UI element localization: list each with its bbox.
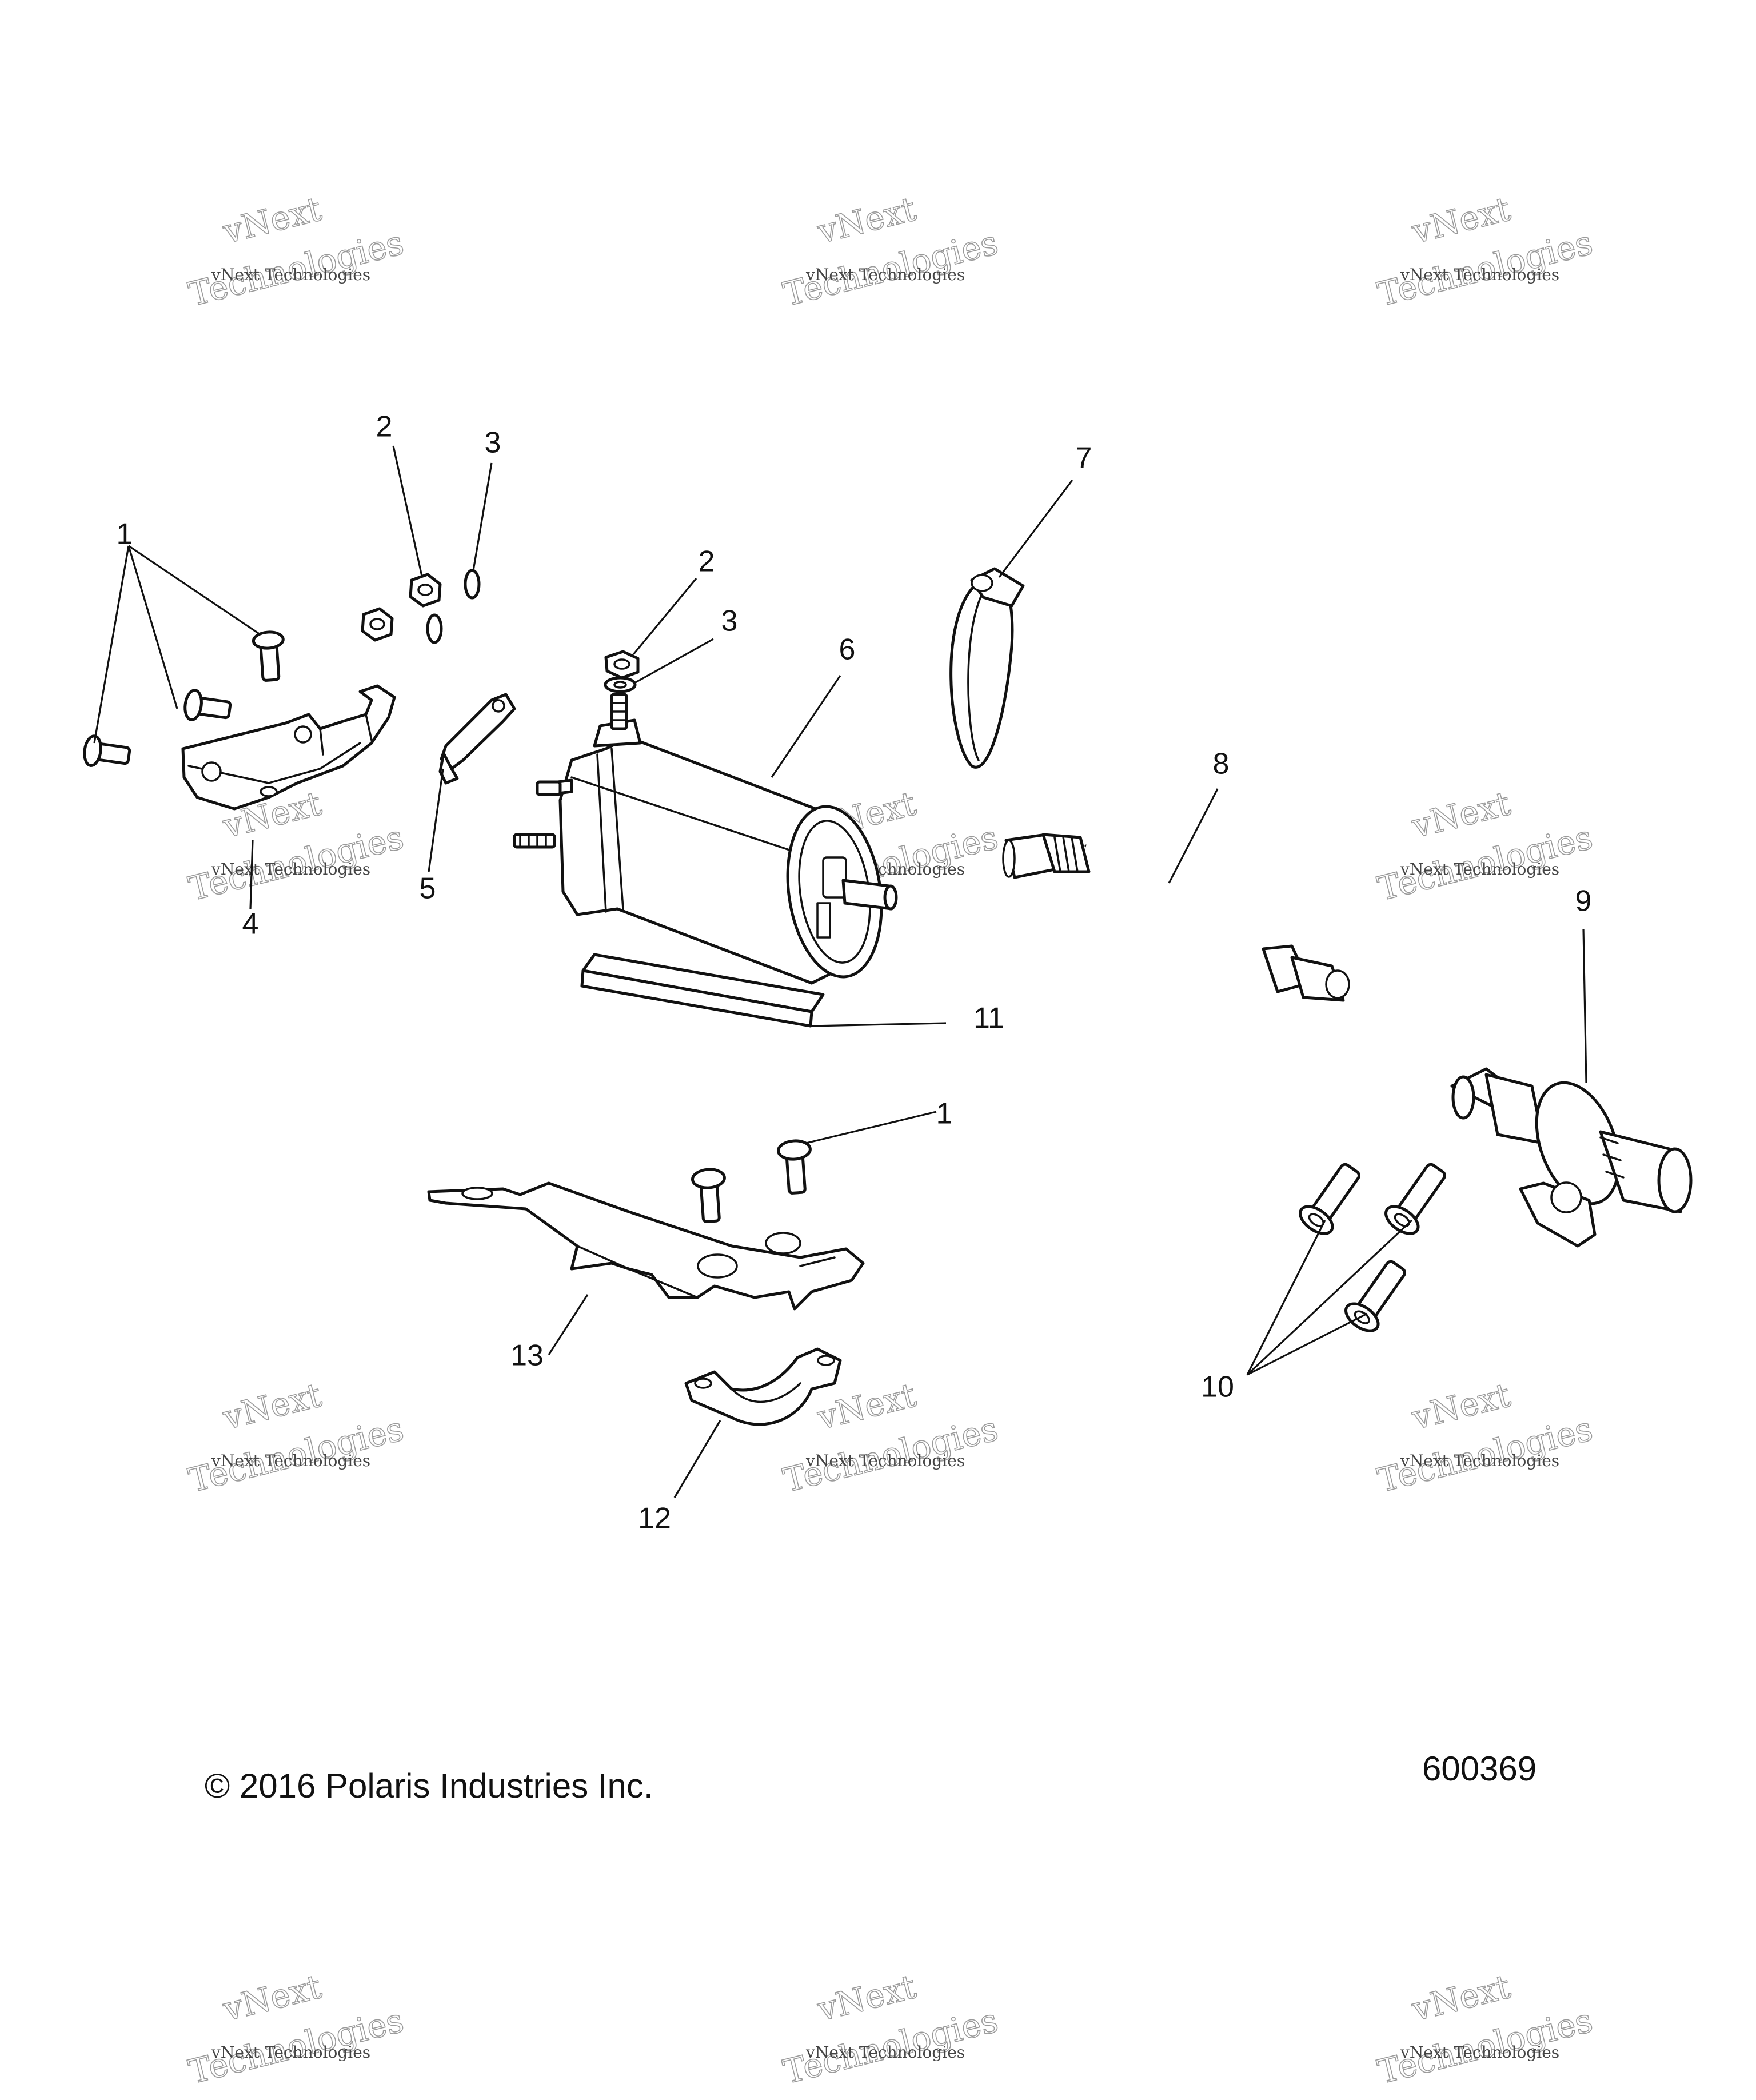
callout-5: 5 bbox=[420, 872, 436, 905]
svg-text:vNext: vNext bbox=[219, 1375, 325, 1437]
watermark: vNext Technologies vNext Technologies bbox=[1374, 783, 1597, 908]
callout-13: 13 bbox=[510, 1339, 544, 1372]
svg-text:vNext Technologies: vNext Technologies bbox=[1400, 265, 1559, 284]
watermark-big-1: vNext bbox=[219, 189, 325, 251]
saddle-clamp-part-12 bbox=[684, 1347, 842, 1426]
callout-7: 7 bbox=[1076, 442, 1092, 475]
nut-part-2-upper bbox=[361, 573, 442, 642]
watermark: vNext Technologies vNext Technologies bbox=[185, 1966, 408, 2091]
bolt-part-1-lower bbox=[691, 1139, 812, 1223]
callout-1-upper: 1 bbox=[117, 518, 133, 551]
cable-part-8 bbox=[1002, 833, 1350, 1002]
svg-text:vNext: vNext bbox=[1408, 1967, 1514, 2029]
svg-text:vNext: vNext bbox=[1408, 784, 1514, 845]
svg-text:vNext Technologies: vNext Technologies bbox=[1400, 2043, 1559, 2062]
hose-clamp-part-7 bbox=[949, 567, 1025, 769]
svg-text:vNext Technologies: vNext Technologies bbox=[805, 1451, 965, 1470]
svg-text:vNext: vNext bbox=[1408, 189, 1514, 251]
svg-text:vNext Technologies: vNext Technologies bbox=[211, 860, 370, 879]
svg-text:vNext: vNext bbox=[813, 1967, 920, 2029]
svg-text:vNext: vNext bbox=[219, 1967, 325, 2029]
callout-8: 8 bbox=[1213, 748, 1230, 781]
callout-10: 10 bbox=[1201, 1371, 1234, 1404]
watermark-small: vNext Technologies bbox=[211, 265, 370, 284]
svg-text:vNext Technologies: vNext Technologies bbox=[211, 2043, 370, 2062]
svg-text:vNext Technologies: vNext Technologies bbox=[211, 1451, 370, 1470]
washer-part-3-motor bbox=[604, 676, 637, 693]
nut-part-2-motor bbox=[604, 650, 640, 680]
svg-text:vNext Technologies: vNext Technologies bbox=[1400, 860, 1559, 879]
callout-4: 4 bbox=[242, 908, 259, 941]
watermark: vNext Technologies vNext Technologies bbox=[779, 1375, 1003, 1500]
washer-part-3-upper bbox=[426, 569, 481, 644]
pad-part-11 bbox=[580, 953, 825, 1028]
footer: © 2016 Polaris Industries Inc. 600369 bbox=[205, 1750, 1536, 1805]
svg-text:vNext: vNext bbox=[813, 189, 920, 251]
watermarks: vNext Technologies vNext Technologies vN… bbox=[185, 189, 1597, 2091]
watermark: vNext Technologies vNext Technologies bbox=[1374, 1375, 1597, 1500]
cap-screw-part-10 bbox=[1299, 1163, 1446, 1332]
copyright-text: © 2016 Polaris Industries Inc. bbox=[205, 1767, 653, 1805]
svg-text:vNext: vNext bbox=[1408, 1375, 1514, 1437]
bracket-part-4 bbox=[181, 684, 396, 811]
callout-1-lower: 1 bbox=[936, 1097, 953, 1131]
svg-text:vNext Technologies: vNext Technologies bbox=[805, 265, 965, 284]
watermark: vNext Technologies vNext Technologies bbox=[1374, 189, 1597, 314]
watermark: vNext Technologies vNext Technologies bbox=[185, 189, 408, 314]
callout-9: 9 bbox=[1575, 885, 1592, 918]
bracket-part-13 bbox=[427, 1181, 865, 1311]
watermark: vNext Technologies vNext Technologies bbox=[185, 1375, 408, 1500]
starter-motor-part-6 bbox=[513, 693, 898, 985]
watermark: vNext Technologies vNext Technologies bbox=[779, 189, 1003, 314]
callout-3-upper: 3 bbox=[485, 426, 501, 460]
bendix-drive-part-9 bbox=[1450, 1067, 1693, 1248]
leader-lines bbox=[93, 445, 1587, 1498]
callouts: 1 2 3 2 3 4 5 6 7 8 9 10 11 1 12 13 bbox=[117, 410, 1592, 1535]
callout-2-upper: 2 bbox=[376, 410, 393, 444]
callout-12: 12 bbox=[638, 1502, 671, 1535]
callout-3-motor: 3 bbox=[721, 605, 738, 638]
watermark: vNext Technologies vNext Technologies bbox=[1374, 1966, 1597, 2091]
callout-11: 11 bbox=[973, 1002, 1004, 1035]
callout-2-motor: 2 bbox=[699, 545, 715, 578]
watermark: vNext Technologies vNext Technologies bbox=[779, 1966, 1003, 2091]
figure-number: 600369 bbox=[1422, 1750, 1536, 1788]
svg-text:vNext Technologies: vNext Technologies bbox=[805, 2043, 965, 2062]
svg-text:vNext Technologies: vNext Technologies bbox=[1400, 1451, 1559, 1470]
callout-6: 6 bbox=[839, 633, 856, 666]
bolt-part-1-upper bbox=[83, 630, 285, 767]
tab-part-5 bbox=[438, 693, 516, 785]
